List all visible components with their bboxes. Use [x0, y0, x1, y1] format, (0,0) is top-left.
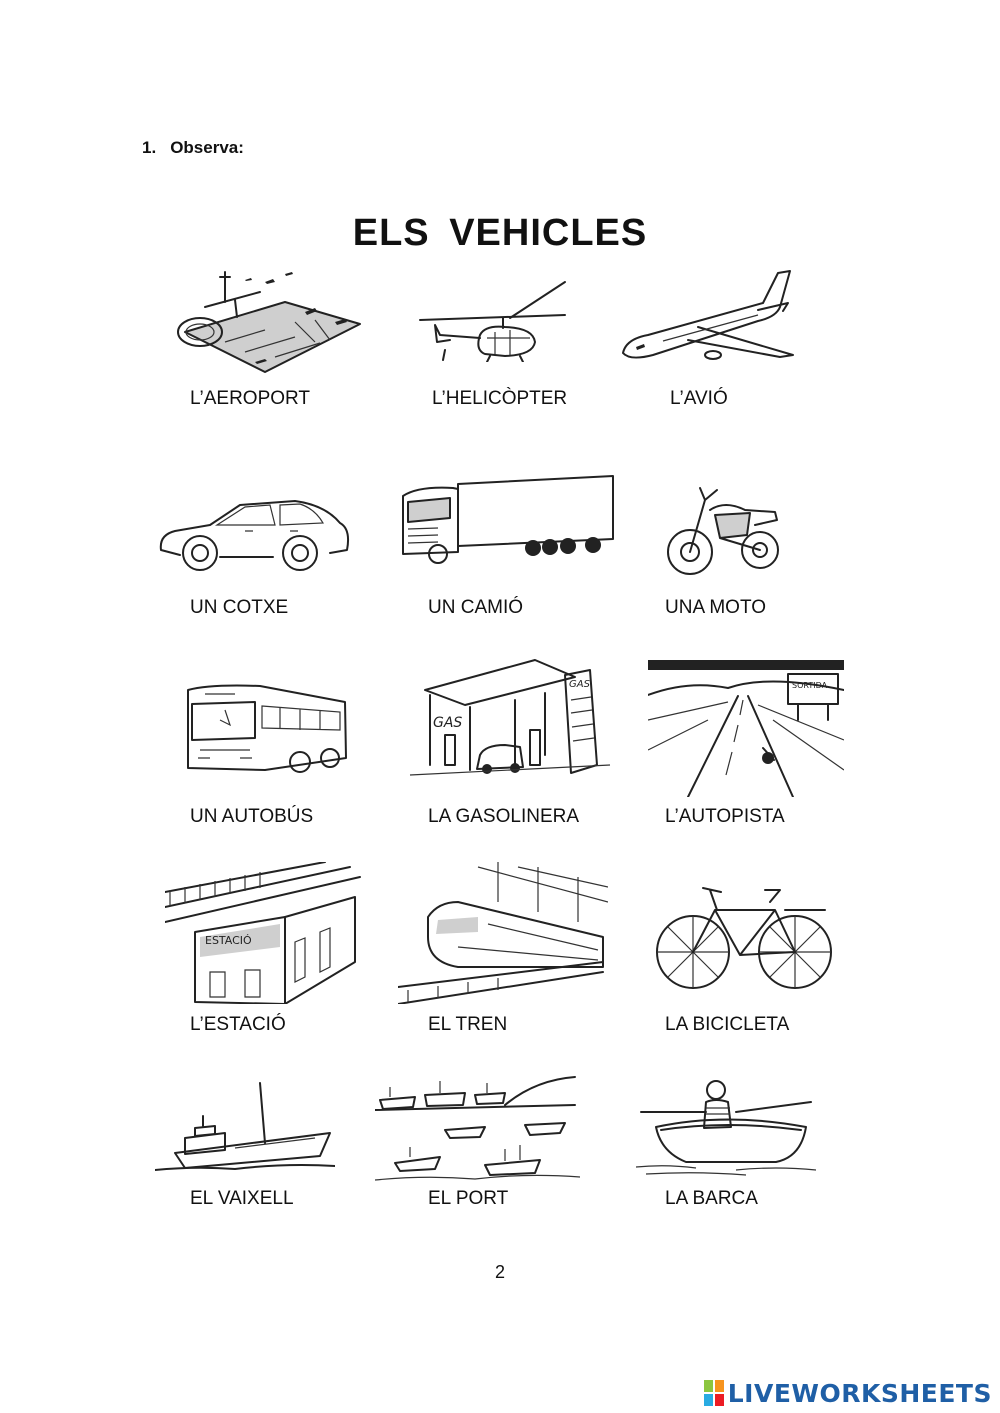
exercise-instruction: 1. Observa: — [142, 138, 244, 158]
instruction-text: Observa: — [170, 138, 244, 157]
label-gas-station: LA GASOLINERA — [428, 806, 580, 827]
airport-icon — [165, 262, 365, 384]
exit-sign-text: SORTIDA — [792, 681, 828, 690]
station-sign-text: ESTACIÓ — [205, 934, 252, 947]
label-truck: UN CAMIÓ — [428, 597, 523, 618]
helicopter-icon — [415, 280, 570, 362]
train-icon — [398, 862, 608, 1004]
label-car: UN COTXE — [190, 597, 289, 618]
label-helicopter: L’HELICÒPTER — [432, 388, 568, 409]
page-number: 2 — [494, 1262, 505, 1282]
watermark-text: LIVEWORKSHEETS — [727, 1378, 992, 1408]
label-bicycle: LA BICICLETA — [665, 1014, 790, 1035]
train-station-icon: ESTACIÓ — [165, 862, 365, 1004]
highway-icon: SORTIDA — [648, 660, 844, 797]
truck-icon — [398, 474, 618, 566]
bus-icon — [180, 680, 350, 780]
liveworksheets-logo-icon — [703, 1380, 724, 1406]
label-highway: L’AUTOPISTA — [665, 806, 785, 827]
exercise-number: 1. — [142, 138, 157, 157]
label-motorcycle: UNA MOTO — [665, 597, 766, 618]
bicycle-icon — [655, 880, 833, 992]
gas-station-icon: GAS GAS — [405, 655, 615, 780]
label-bus: UN AUTOBÚS — [190, 806, 314, 827]
label-port: EL PORT — [428, 1188, 509, 1209]
label-airplane: L’AVIÓ — [670, 388, 728, 409]
label-train-station: L’ESTACIÓ — [190, 1014, 286, 1035]
gas-sign-text: GAS — [433, 715, 462, 731]
port-icon — [375, 1075, 580, 1183]
label-airport: L’AEROPORT — [190, 388, 311, 409]
gas-pole-text: GAS — [569, 679, 591, 690]
motorcycle-icon — [665, 480, 783, 580]
label-rowboat: LA BARCA — [665, 1188, 758, 1209]
watermark: LIVEWORKSHEETS — [703, 1378, 992, 1408]
label-ship: EL VAIXELL — [190, 1188, 294, 1209]
airplane-icon — [618, 265, 800, 365]
rowboat-icon — [636, 1072, 816, 1177]
page-title: ELS VEHICLES — [352, 212, 648, 254]
car-icon — [155, 495, 353, 573]
label-train: EL TREN — [428, 1014, 508, 1035]
ship-icon — [155, 1078, 335, 1173]
